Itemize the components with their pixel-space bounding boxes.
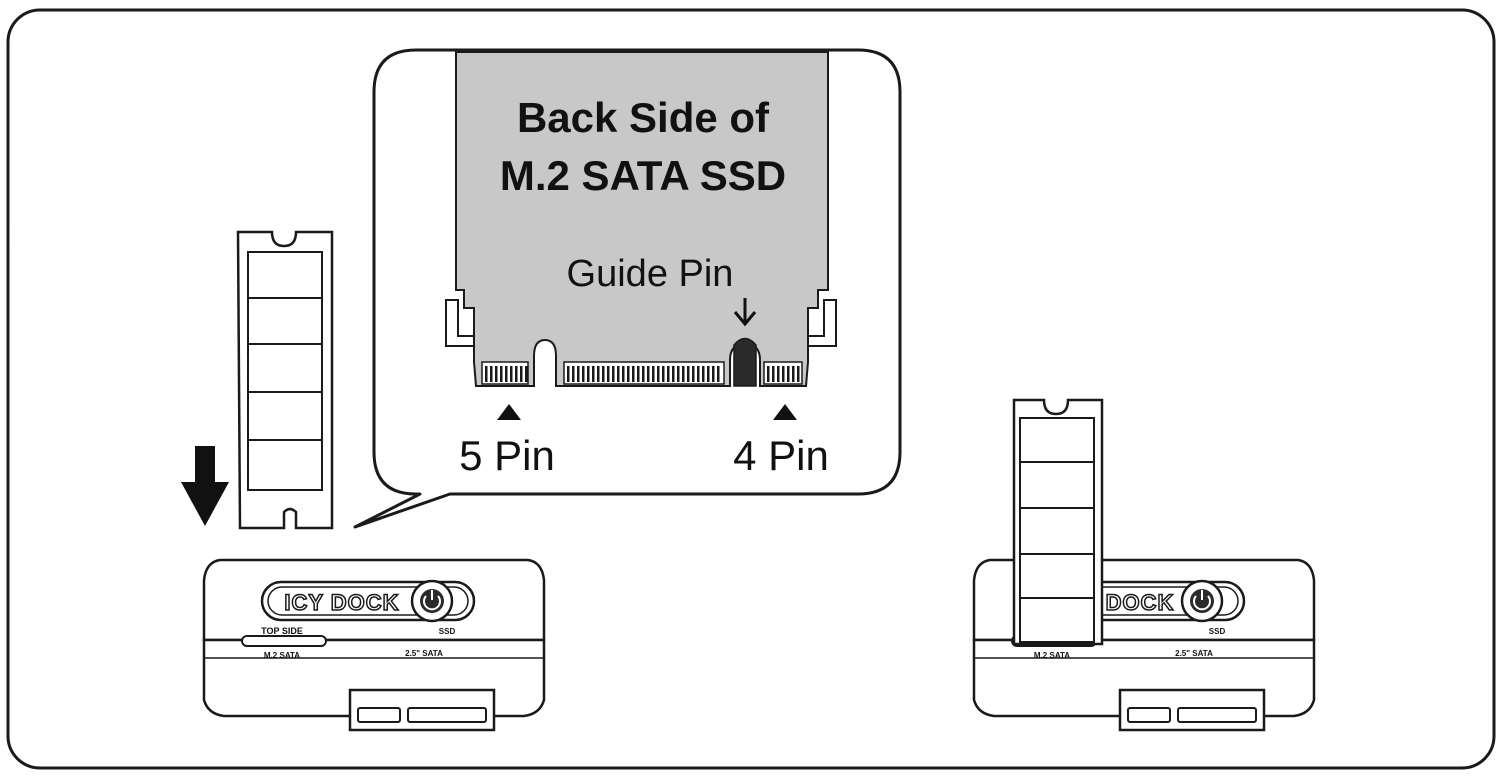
slot-25-label-right: 2.5" SATA (1175, 649, 1213, 658)
top-side-label: TOP SIDE (261, 626, 303, 636)
pin5-triangle-icon (497, 404, 521, 420)
callout-bubble: Back Side of M.2 SATA SSD Guide Pin 5 Pi… (353, 48, 902, 529)
brand-logo-left: ICY DOCK (284, 590, 399, 615)
guide-pin-arrow-icon (733, 298, 757, 327)
power-button-icon[interactable] (1180, 579, 1224, 623)
m2-slot-left[interactable] (241, 635, 327, 647)
brand-logo-right: DOCK (1106, 590, 1175, 615)
m2-ssd-left (236, 230, 334, 530)
slot-m2-label-left: M.2 SATA (264, 651, 300, 660)
callout-title-line2: M.2 SATA SSD (500, 152, 786, 199)
slot-25-label-left: 2.5" SATA (405, 649, 443, 658)
led-label-right: SSD (1209, 627, 1226, 636)
guide-pin-label: Guide Pin (567, 253, 734, 295)
slot-m2-label-right: M.2 SATA (1034, 651, 1070, 660)
ssd-back-side (445, 51, 837, 387)
connector-contacts (481, 361, 803, 385)
m2-ssd-installed (1012, 398, 1104, 646)
pin4-triangle-icon (773, 404, 797, 420)
pin4-label: 4 Pin (733, 432, 829, 479)
insert-down-arrow-icon (181, 446, 229, 526)
pin5-label: 5 Pin (459, 432, 555, 479)
led-label-left: SSD (439, 627, 456, 636)
dock-left: ICY DOCK SSD TOP SIDE M.2 SATA 2.5" SATA (202, 558, 546, 732)
power-button-icon[interactable] (410, 579, 454, 623)
callout-title-line1: Back Side of (517, 94, 770, 141)
